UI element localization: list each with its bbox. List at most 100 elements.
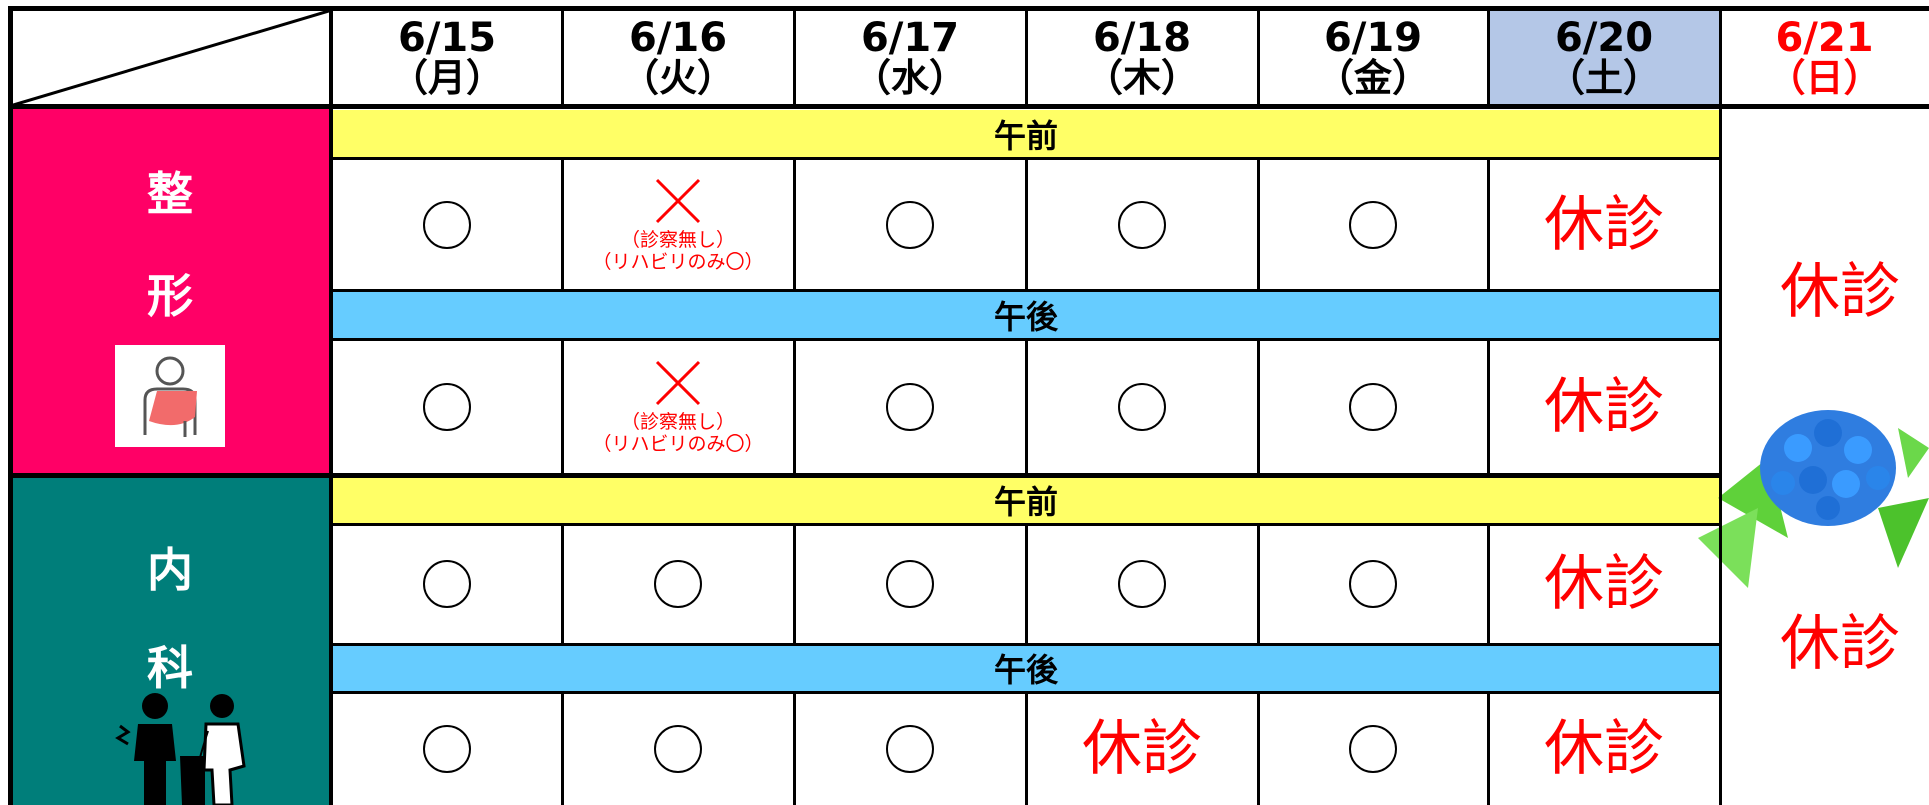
available-circle-icon	[654, 560, 702, 608]
grid-line	[793, 338, 796, 475]
header-weekday: （木）	[1084, 56, 1199, 100]
grid-line	[561, 338, 564, 475]
ortho-am-cell-4: 〇	[1258, 158, 1488, 291]
grid-line	[1257, 6, 1260, 106]
grid-line	[1257, 691, 1260, 805]
header-weekday: （金）	[1315, 56, 1430, 100]
grid-line	[793, 6, 796, 106]
grid-line	[1487, 6, 1490, 106]
header-weekday: （土）	[1546, 56, 1661, 100]
grid-line	[793, 157, 796, 291]
ortho-pm-cell-1: ×（診察無し）（リハビリのみ〇）	[562, 339, 794, 474]
grid-line	[1257, 157, 1260, 291]
header-weekday: （火）	[620, 56, 735, 100]
available-circle-icon	[423, 724, 471, 773]
internal-block: 内 科	[10, 476, 330, 805]
available-circle-icon	[423, 382, 471, 431]
available-circle-icon	[1349, 724, 1397, 773]
internal-pm-band: 午後	[332, 644, 1720, 692]
grid-line	[561, 157, 564, 291]
available-circle-icon	[654, 724, 702, 773]
grid-line	[1025, 157, 1028, 291]
internal-am-label: 午前	[993, 483, 1058, 521]
available-circle-icon	[886, 382, 934, 431]
internal-am-band: 午前	[332, 476, 1720, 524]
ortho-name-2: 形	[147, 269, 193, 323]
grid-dept-divider	[10, 473, 1720, 478]
grid-line	[561, 6, 564, 106]
header-date: 6/15	[397, 15, 497, 61]
grid-line	[1487, 523, 1490, 645]
internal-pm-cell-5: 休診	[1488, 692, 1720, 805]
arm-sling-icon	[115, 345, 225, 447]
ortho-pm-cell-2: 〇	[794, 339, 1026, 474]
doctor-patient-icon	[110, 686, 250, 805]
grid-line	[793, 691, 796, 805]
header-day-6: 6/21（日）	[1720, 10, 1929, 106]
available-circle-icon	[1349, 382, 1397, 431]
grid-top-border	[10, 6, 1929, 11]
header-weekday: （日）	[1767, 56, 1882, 100]
ortho-pm-cell-0: 〇	[332, 339, 562, 474]
grid-left-border	[8, 6, 13, 805]
available-circle-icon	[886, 200, 934, 249]
closed-label: 休診	[1544, 713, 1664, 784]
internal-pm-cell-0: 〇	[332, 692, 562, 805]
grid-sunday-border	[1719, 6, 1722, 805]
ortho-am-cell-0: 〇	[332, 158, 562, 291]
internal-pm-cell-4: 〇	[1258, 692, 1488, 805]
grid-line	[561, 523, 564, 645]
header-day-2: 6/17（水）	[794, 10, 1026, 106]
available-circle-icon	[886, 560, 934, 608]
header-date: 6/21	[1775, 15, 1874, 61]
header-date: 6/18	[1092, 15, 1192, 61]
header-date: 6/16	[628, 15, 728, 61]
internal-am-cell-2: 〇	[794, 524, 1026, 644]
ortho-name-1: 整	[147, 167, 193, 221]
available-circle-icon	[1349, 200, 1397, 249]
grid-dept-col-border	[329, 6, 333, 805]
ortho-pm-band: 午後	[332, 291, 1720, 339]
internal-am-cell-4: 〇	[1258, 524, 1488, 644]
header-day-4: 6/19（金）	[1258, 10, 1488, 106]
cross-icon	[655, 178, 701, 223]
available-circle-icon	[423, 560, 471, 608]
cross-icon	[655, 360, 701, 405]
internal-pm-cell-1: 〇	[562, 692, 794, 805]
available-circle-icon	[1118, 200, 1166, 249]
header-day-1: 6/16（火）	[562, 10, 794, 106]
ortho-pm-cell-4: 〇	[1258, 339, 1488, 474]
grid-line	[561, 691, 564, 805]
ortho-am-cell-5: 休診	[1488, 158, 1720, 291]
sunday-ortho-closed: 休診	[1780, 257, 1900, 327]
grid-line	[1487, 338, 1490, 475]
header-date: 6/17	[860, 15, 960, 61]
ortho-am-label: 午前	[993, 117, 1058, 155]
note-no-exam: （診察無し）	[620, 410, 735, 433]
internal-am-cell-3: 〇	[1026, 524, 1258, 644]
ortho-am-cell-3: 〇	[1026, 158, 1258, 291]
grid-line	[1257, 523, 1260, 645]
grid-line	[1487, 691, 1490, 805]
ortho-pm-cell-3: 〇	[1026, 339, 1258, 474]
grid-line	[1025, 523, 1028, 645]
note-rehab-only: （リハビリのみ〇）	[592, 432, 764, 455]
closed-label: 休診	[1544, 371, 1664, 442]
available-circle-icon	[1118, 560, 1166, 608]
available-circle-icon	[886, 724, 934, 773]
internal-am-cell-1: 〇	[562, 524, 794, 644]
header-date: 6/20	[1554, 15, 1654, 61]
sunday-internal-closed: 休診	[1780, 609, 1900, 679]
ortho-am-band: 午前	[332, 110, 1720, 158]
diagonal-line-icon	[9, 8, 333, 108]
internal-am-cell-0: 〇	[332, 524, 562, 644]
header-date: 6/19	[1323, 15, 1423, 61]
closed-label: 休診	[1544, 189, 1664, 260]
ortho-pm-label: 午後	[993, 298, 1058, 336]
internal-am-cell-5: 休診	[1488, 524, 1720, 644]
grid-line	[1025, 691, 1028, 805]
hydrangea-icon	[1698, 388, 1929, 598]
grid-header-bottom	[10, 104, 1929, 109]
grid-line	[1025, 338, 1028, 475]
